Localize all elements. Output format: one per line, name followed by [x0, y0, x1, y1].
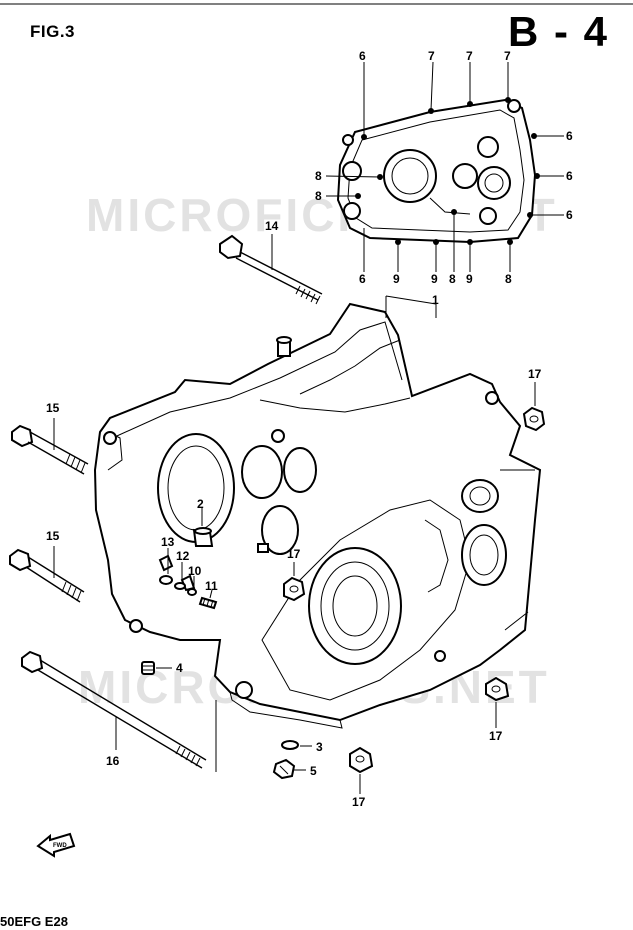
crankcase[interactable] [93, 302, 542, 729]
gasket[interactable] [336, 97, 540, 245]
bolt-16[interactable] [21, 650, 207, 769]
drain-plug-5[interactable] [272, 758, 296, 780]
screw-11[interactable] [198, 596, 218, 610]
footer-code: 50EFG E28 [0, 914, 68, 929]
callout-12: 12 [176, 549, 190, 563]
callout-3: 3 [316, 740, 323, 754]
washer-12[interactable] [174, 582, 186, 590]
nut-17-upper-right[interactable] [522, 406, 546, 432]
callout-7: 7 [504, 49, 511, 63]
callout-14: 14 [265, 219, 279, 233]
figure-label: FIG.3 [30, 22, 76, 41]
callout-16: 16 [106, 754, 120, 768]
callout-11: 11 [205, 579, 218, 593]
callout-7: 7 [466, 49, 473, 63]
plug-4[interactable] [141, 661, 155, 675]
nut-17-lower-right[interactable] [485, 676, 510, 702]
callout-13: 13 [161, 535, 175, 549]
front-arrow-label: FWD [53, 843, 67, 849]
front-arrow-icon: FWD [36, 832, 76, 858]
gasket-leaders [325, 61, 564, 272]
callout-2: 2 [197, 497, 204, 511]
callout-4: 4 [176, 661, 183, 675]
callout-17: 17 [528, 367, 542, 381]
stud-bolt-15-upper[interactable] [11, 424, 89, 475]
plug-13[interactable] [159, 575, 173, 585]
washer-3[interactable] [281, 740, 299, 750]
callout-15: 15 [46, 401, 60, 415]
callout-6: 6 [359, 272, 366, 286]
callout-8: 8 [449, 272, 456, 286]
callout-17: 17 [352, 795, 366, 809]
callout-8: 8 [315, 169, 322, 183]
callout-6: 6 [566, 129, 573, 143]
leader-1 [385, 295, 437, 318]
nut-17-middle[interactable] [283, 576, 306, 602]
stud-bolt-15-lower[interactable] [9, 548, 85, 603]
dowel-pin-2[interactable] [192, 527, 214, 547]
callout-6: 6 [359, 49, 366, 63]
plug-10[interactable] [187, 588, 197, 596]
nut-17-bottom[interactable] [349, 746, 374, 774]
callout-17: 17 [287, 547, 301, 561]
callout-7: 7 [428, 49, 435, 63]
callout-8: 8 [315, 189, 322, 203]
callout-17: 17 [489, 729, 503, 743]
callout-6: 6 [566, 208, 573, 222]
sheet-id: B - 4 [508, 8, 610, 55]
callout-5: 5 [310, 764, 317, 778]
callout-9: 9 [466, 272, 473, 286]
small-part-leaders [167, 548, 213, 599]
callout-labels: 6 7 7 7 6 6 6 8 8 6 9 9 8 9 8 14 1 17 15… [46, 49, 573, 809]
callout-9: 9 [393, 272, 400, 286]
callout-8: 8 [505, 272, 512, 286]
callout-1: 1 [432, 293, 439, 307]
callout-9: 9 [431, 272, 438, 286]
callout-10: 10 [188, 564, 202, 578]
callout-6: 6 [566, 169, 573, 183]
bolt-14[interactable] [219, 234, 323, 305]
callout-15: 15 [46, 529, 60, 543]
